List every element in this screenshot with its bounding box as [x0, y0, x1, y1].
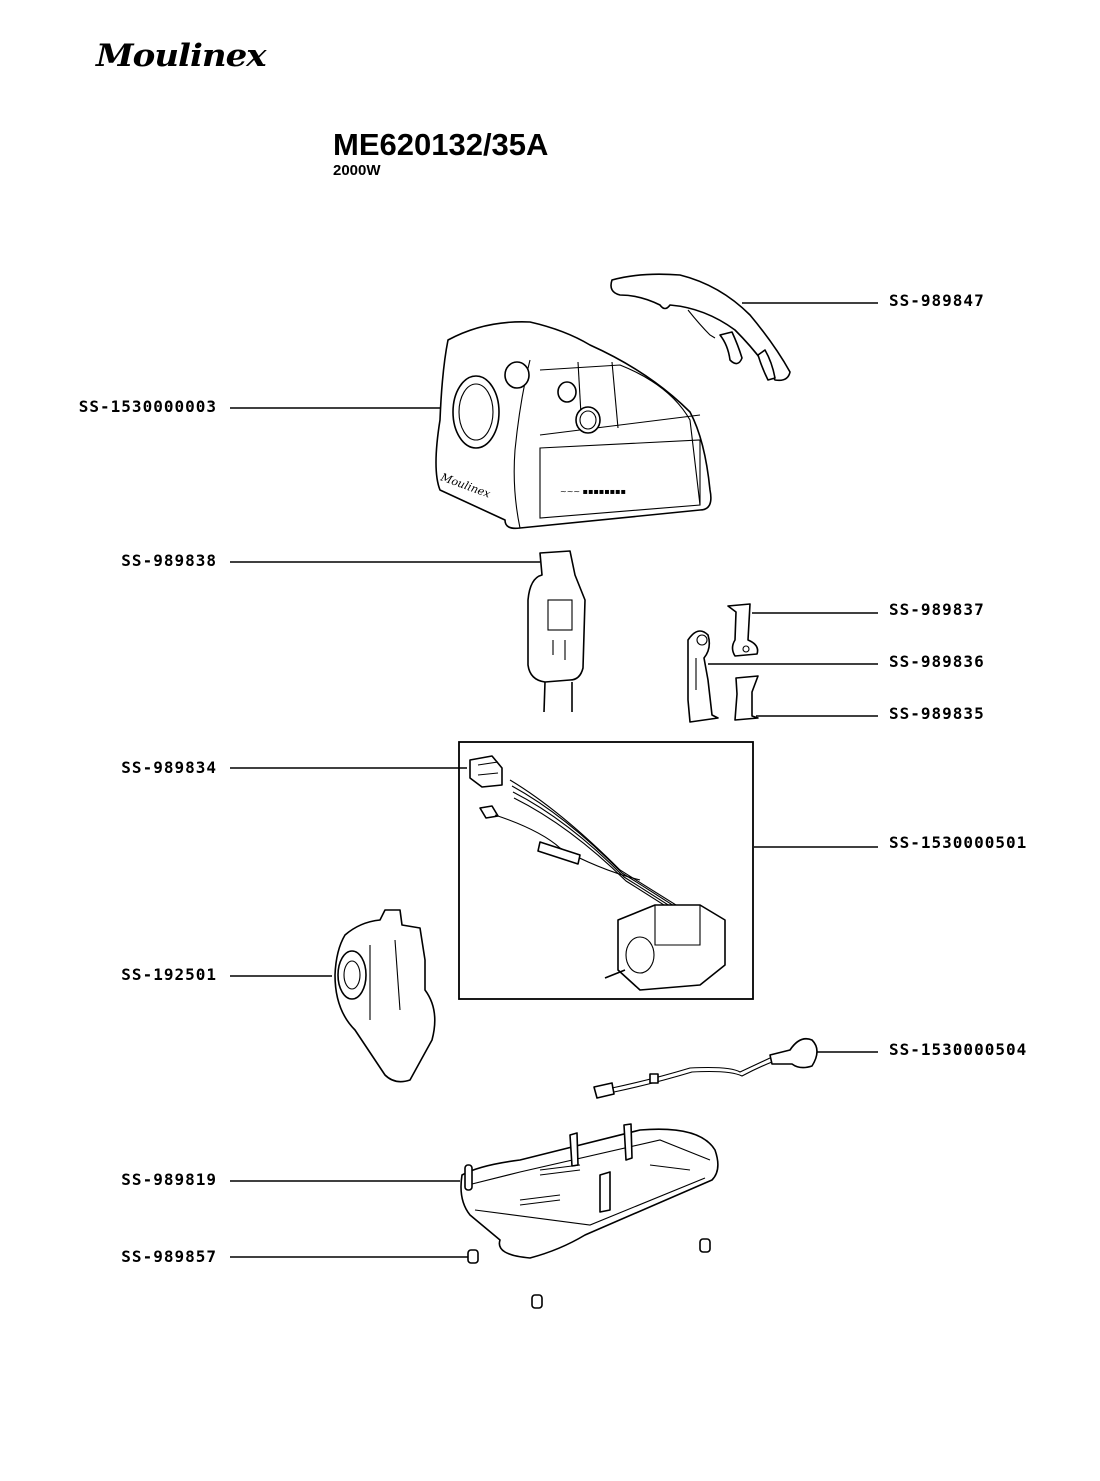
brand-logo: Moulinex [96, 38, 266, 74]
part-label-base[interactable]: SS-989819 [121, 1170, 217, 1189]
top-cover-drawing[interactable] [610, 273, 791, 382]
lever-drawing[interactable] [687, 630, 719, 723]
part-label-power-cord[interactable]: SS-1530000504 [889, 1040, 1028, 1059]
leader-lines [230, 302, 878, 1258]
part-label-clip-lower[interactable]: SS-989835 [889, 704, 985, 723]
part-label-housing[interactable]: SS-1530000003 [78, 397, 217, 416]
foot-1[interactable] [467, 1249, 479, 1264]
part-label-feet[interactable]: SS-989857 [121, 1247, 217, 1266]
motor-assembly-drawing[interactable] [458, 741, 754, 1000]
part-label-switch-block[interactable]: SS-989838 [121, 551, 217, 570]
foot-3[interactable] [531, 1294, 543, 1309]
part-label-lever[interactable]: SS-989836 [889, 652, 985, 671]
clip-lower-drawing[interactable] [734, 675, 759, 721]
foot-2[interactable] [699, 1238, 711, 1253]
part-label-motor-assembly[interactable]: SS-1530000501 [889, 833, 1028, 852]
housing-print: ~~~ ▪▪▪▪▪▪▪▪ [560, 487, 626, 496]
connector-drawing[interactable] [469, 755, 503, 788]
power-cord-drawing[interactable] [593, 1037, 818, 1099]
power-rating: 2000W [333, 162, 381, 179]
part-label-connector[interactable]: SS-989834 [121, 758, 217, 777]
motor-assembly-frame [458, 741, 754, 1000]
part-label-clip-upper[interactable]: SS-989837 [889, 600, 985, 619]
model-number: ME620132/35A [333, 127, 549, 162]
feet-drawing[interactable] [467, 1238, 711, 1309]
part-label-gearbox[interactable]: SS-192501 [121, 965, 217, 984]
base-drawing[interactable] [460, 1123, 719, 1259]
housing-drawing[interactable]: ~~~ ▪▪▪▪▪▪▪▪ Moulinex [435, 321, 712, 530]
gearbox-drawing[interactable] [334, 909, 436, 1083]
clip-upper-drawing[interactable] [727, 603, 759, 657]
part-label-top-cover[interactable]: SS-989847 [889, 291, 985, 310]
switch-block-drawing[interactable] [527, 550, 586, 713]
